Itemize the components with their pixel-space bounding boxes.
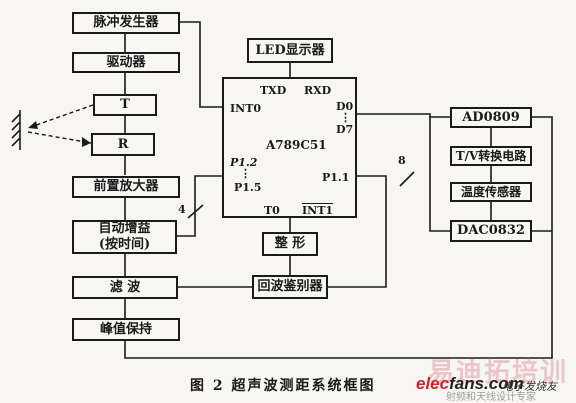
driver-label: 驱动器	[106, 54, 146, 70]
agc-bus-width: 4	[178, 203, 186, 216]
agc-block: 自动增益 (按时间)	[72, 220, 177, 254]
data-bus-width: 8	[398, 154, 406, 167]
pin-dots-right: ⋮	[340, 111, 351, 124]
watermark-site: elecfans.com	[416, 374, 524, 394]
receiver-block: R	[91, 133, 155, 156]
watermark-cn: 电子发烧友	[502, 380, 557, 393]
filter-block: 滤 波	[72, 276, 178, 299]
driver-block: 驱动器	[72, 52, 180, 73]
temp-sensor-label: 温度传感器	[460, 185, 521, 199]
pin-p15: P1.5	[234, 181, 262, 194]
pin-p11: P1.1	[322, 171, 350, 184]
peak-hold-block: 峰值保持	[72, 318, 180, 341]
watermark-big-text: 易迪拓培训	[428, 358, 569, 388]
preamp-block: 前置放大器	[72, 176, 180, 198]
pin-int0: INT0	[230, 102, 262, 115]
echo-discriminator-label: 回波鉴别器	[257, 279, 323, 294]
led-display-block: LED显示器	[247, 38, 333, 63]
transmitter-block: T	[93, 94, 157, 116]
pin-t0: T0	[264, 204, 280, 217]
pin-txd: TXD	[260, 84, 287, 97]
shaper-block: 整 形	[262, 232, 318, 256]
pin-rxd: RXD	[304, 84, 332, 97]
watermark-site-red: elec	[416, 374, 450, 393]
echo-discriminator-block: 回波鉴别器	[252, 275, 328, 299]
led-display-label: LED显示器	[255, 42, 325, 58]
tv-converter-block: T/V转换电路	[450, 146, 532, 166]
peak-hold-label: 峰值保持	[99, 321, 152, 337]
adc-label: AD0809	[462, 109, 520, 125]
temp-sensor-block: 温度传感器	[450, 182, 532, 202]
pin-p12: P1.2	[230, 156, 258, 169]
pin-int1: INT1	[302, 204, 334, 217]
tv-converter-label: T/V转换电路	[455, 149, 527, 163]
pulse-generator-block: 脉冲发生器	[72, 12, 180, 34]
filter-label: 滤 波	[109, 279, 141, 295]
mcu-block: A789C51 TXD RXD INT0 D0 ⋮ D7 P1.2 ⋮ P1.5…	[222, 77, 357, 218]
pin-d0: D0	[336, 100, 354, 113]
pin-dots-left: ⋮	[240, 167, 251, 180]
watermark-sub: 射频和天线设计专家	[446, 392, 536, 403]
shaper-label: 整 形	[274, 236, 306, 251]
pin-d7: D7	[336, 123, 354, 136]
mcu-label: A789C51	[266, 138, 327, 152]
figure-caption: 图 2 超声波测距系统框图	[190, 378, 376, 394]
transmitter-label: T	[120, 97, 130, 112]
watermark-site-dark: fans.com	[449, 374, 524, 393]
receiver-label: R	[117, 136, 129, 152]
agc-label-line1: 自动增益	[98, 221, 151, 236]
watermark: 易迪拓培训 elecfans.com 电子发烧友 射频和天线设计专家	[416, 352, 576, 403]
dac-block: DAC0832	[450, 220, 532, 242]
pulse-generator-label: 脉冲发生器	[93, 15, 159, 30]
agc-label-line2: (按时间)	[98, 237, 151, 252]
dac-label: DAC0832	[457, 223, 525, 238]
preamp-label: 前置放大器	[93, 179, 159, 194]
adc-block: AD0809	[450, 107, 532, 128]
